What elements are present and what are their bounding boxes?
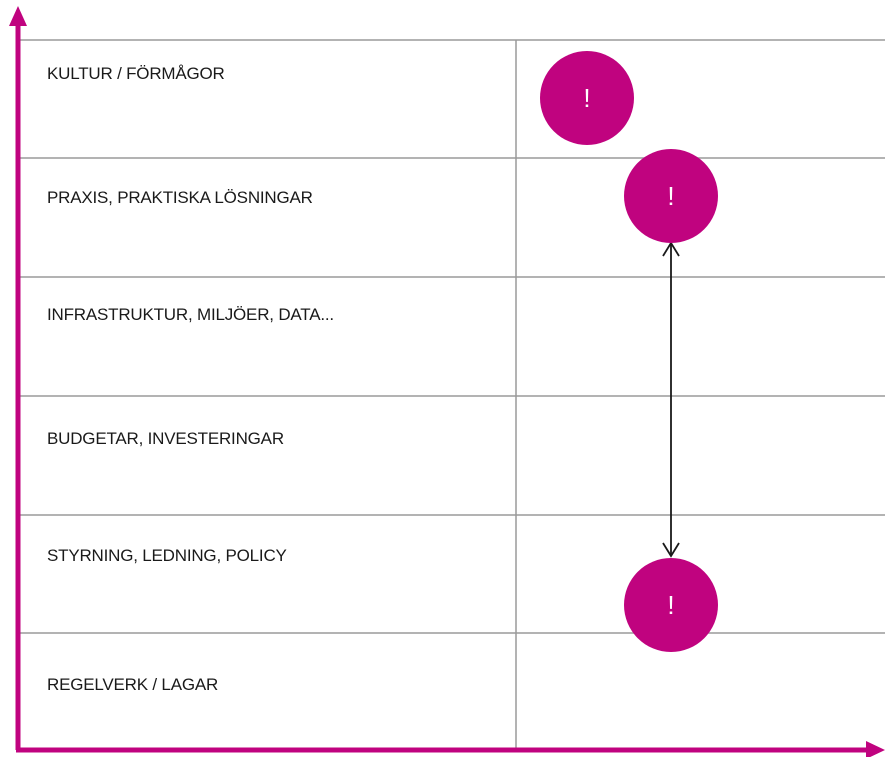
row-label-budgetar: BUDGETAR, INVESTERINGAR (47, 429, 284, 448)
row-label-infrastruktur: INFRASTRUKTUR, MILJÖER, DATA... (47, 305, 334, 324)
marker-symbol: ! (667, 590, 674, 620)
marker-circle (624, 558, 718, 652)
marker-symbol: ! (583, 83, 590, 113)
x-axis-arrowhead (866, 741, 885, 757)
row-label-praxis: PRAXIS, PRAKTISKA LÖSNINGAR (47, 188, 313, 207)
row-label-kultur: KULTUR / FÖRMÅGOR (47, 64, 225, 83)
axes (9, 6, 885, 757)
marker-styrning: ! (624, 558, 718, 652)
connector-arrowhead-bottom (662, 542, 680, 558)
marker-praxis: ! (624, 149, 718, 243)
grid (18, 39, 885, 750)
marker-circle (624, 149, 718, 243)
y-axis-arrowhead (9, 6, 27, 26)
marker-circle (540, 51, 634, 145)
marker-kultur: ! (540, 51, 634, 145)
connector-arrow (662, 241, 680, 558)
row-label-regelverk: REGELVERK / LAGAR (47, 675, 219, 694)
marker-symbol: ! (667, 181, 674, 211)
row-label-styrning: STYRNING, LEDNING, POLICY (47, 546, 287, 565)
